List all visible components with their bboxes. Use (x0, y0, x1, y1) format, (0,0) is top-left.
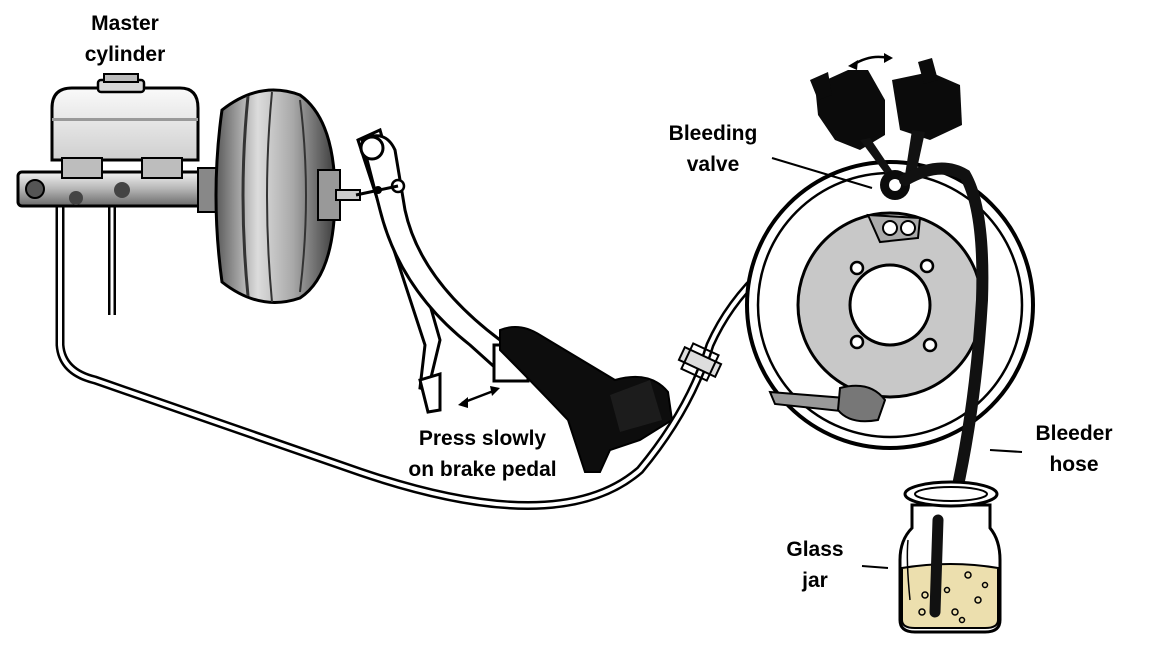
label-master-cylinder: Master cylinder (70, 8, 180, 70)
hands-with-wrench (810, 53, 962, 200)
label-bleeding-valve-line1: Bleeding (668, 122, 758, 145)
brake-booster (214, 88, 361, 304)
label-brake-pedal-line1: Press slowly (418, 427, 547, 450)
label-glass-jar-line2: jar (802, 569, 828, 592)
bleeder-hose (899, 162, 989, 616)
label-glass-jar: Glass jar (770, 534, 860, 596)
leader-lines (771, 157, 1023, 569)
label-glass-jar-line1: Glass (786, 538, 844, 561)
rotate-arrow-icon (848, 53, 893, 70)
label-bleeding-valve: Bleeding valve (658, 118, 768, 180)
label-brake-pedal-line2: on brake pedal (408, 458, 557, 481)
label-master-cylinder-line1: Master (91, 12, 159, 35)
label-master-cylinder-line2: cylinder (84, 43, 166, 66)
label-bleeder-hose-line1: Bleeder (1035, 422, 1113, 445)
brake-pedal (355, 127, 674, 473)
master-cylinder (16, 73, 221, 213)
brake-rotor (745, 160, 1035, 450)
motion-arrow-icon (458, 386, 500, 408)
label-brake-pedal: Press slowly on brake pedal (395, 423, 570, 485)
label-bleeding-valve-line2: valve (686, 153, 740, 176)
glass-jar (898, 480, 1002, 634)
label-bleeder-hose-line2: hose (1049, 453, 1099, 476)
label-bleeder-hose: Bleeder hose (1018, 418, 1130, 480)
